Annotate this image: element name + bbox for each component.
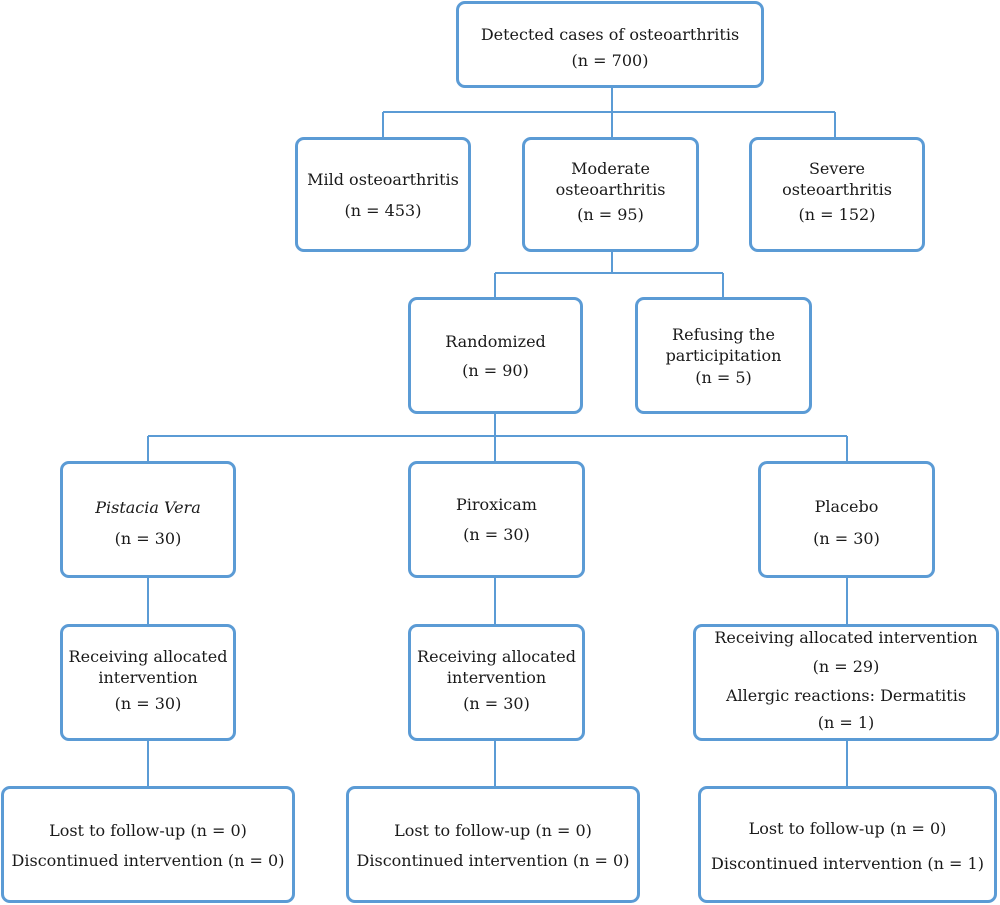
placebo-allergy-count: (n = 1) [817,713,875,732]
piroxicam-label: Piroxicam [456,495,537,514]
placebo-followup-box: Lost to follow-up (n = 0) Discontinued i… [698,786,997,903]
pistacia-alloc-line2: intervention [98,668,198,687]
severe-count: (n = 152) [798,205,876,224]
piroxicam-alloc-line1: Receiving allocated [417,647,576,666]
severe-osteoarthritis-box: Severe osteoarthritis (n = 152) [749,137,925,252]
piroxicam-allocation-box: Receiving allocated intervention (n = 30… [408,624,585,741]
severe-label-line1: Severe [808,159,866,178]
piroxicam-followup-box: Lost to follow-up (n = 0) Discontinued i… [346,786,640,903]
randomized-box: Randomized (n = 90) [408,297,583,414]
moderate-osteoarthritis-box: Moderate osteoarthritis (n = 95) [522,137,699,252]
detected-cases-count: (n = 700) [571,51,649,70]
pistacia-lost-followup: Lost to follow-up (n = 0) [49,821,247,840]
randomized-label: Randomized [445,332,546,351]
mild-label: Mild osteoarthritis [307,170,459,189]
piroxicam-arm-box: Piroxicam (n = 30) [408,461,585,578]
piroxicam-lost-followup: Lost to follow-up (n = 0) [394,821,592,840]
refusing-participation-box: Refusing the participitation (n = 5) [635,297,812,414]
placebo-label: Placebo [814,497,879,516]
pistacia-alloc-line1: Receiving allocated [68,647,228,666]
pistacia-alloc-count: (n = 30) [114,694,182,713]
refusing-count: (n = 5) [695,368,752,387]
severe-label-line2: osteoarthritis [782,180,892,199]
placebo-count: (n = 30) [813,529,880,548]
moderate-count: (n = 95) [577,205,644,224]
detected-cases-label: Detected cases of osteoarthritis [480,25,740,44]
placebo-alloc-label: Receiving allocated intervention [714,628,978,647]
connector-group [147,88,848,786]
piroxicam-alloc-line2: intervention [446,668,547,687]
pistacia-label: Pistacia Vera [95,498,201,517]
pistacia-vera-arm-box: Pistacia Vera (n = 30) [60,461,236,578]
mild-osteoarthritis-box: Mild osteoarthritis (n = 453) [295,137,471,252]
placebo-arm-box: Placebo (n = 30) [758,461,935,578]
randomized-count: (n = 90) [462,361,529,380]
refusing-label-line2: participitation [665,346,782,365]
detected-cases-box: Detected cases of osteoarthritis (n = 70… [456,1,764,88]
pistacia-followup-box: Lost to follow-up (n = 0) Discontinued i… [1,786,295,903]
piroxicam-count: (n = 30) [463,525,530,544]
mild-count: (n = 453) [344,201,422,220]
placebo-allocation-box: Receiving allocated intervention (n = 29… [693,624,999,741]
refusing-label-line1: Refusing the [672,325,775,344]
moderate-label-line2: osteoarthritis [555,180,666,199]
pistacia-discontinued: Discontinued intervention (n = 0) [11,851,285,870]
placebo-alloc-count: (n = 29) [812,657,880,676]
pistacia-count: (n = 30) [114,529,182,548]
placebo-discontinued: Discontinued intervention (n = 1) [711,854,984,873]
piroxicam-discontinued: Discontinued intervention (n = 0) [356,851,630,870]
moderate-label-line1: Moderate [571,159,650,178]
placebo-lost-followup: Lost to follow-up (n = 0) [748,819,947,838]
placebo-allergy-label: Allergic reactions: Dermatitis [725,686,967,705]
piroxicam-alloc-count: (n = 30) [463,694,530,713]
pistacia-allocation-box: Receiving allocated intervention (n = 30… [60,624,236,741]
